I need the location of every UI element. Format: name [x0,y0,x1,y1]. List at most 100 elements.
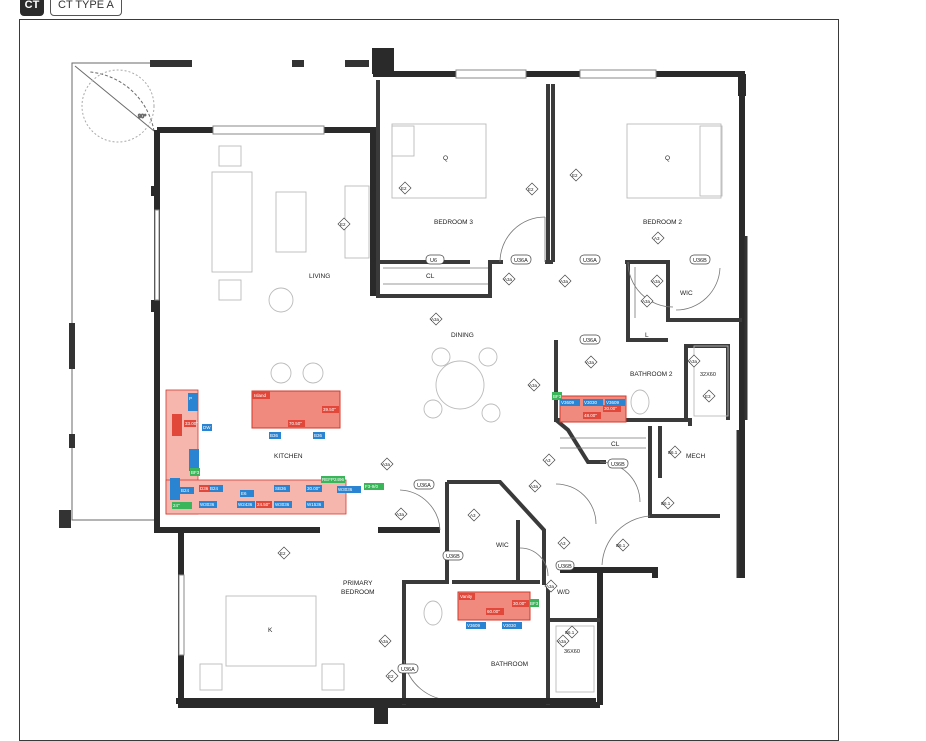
svg-text:B6.1: B6.1 [661,501,671,506]
room-bathroom2: BATHROOM 2 [630,371,673,378]
svg-text:E2: E2 [340,222,346,227]
svg-text:U36A: U36A [401,667,415,673]
svg-text:BF3: BF3 [553,394,562,399]
svg-text:E6: E6 [241,491,247,496]
svg-text:B24: B24 [181,488,190,493]
door-swings [399,216,721,701]
svg-text:U36A: U36A [583,258,597,264]
svg-text:D36: D36 [200,486,209,491]
svg-text:B24: B24 [210,486,219,491]
svg-text:A3a: A3a [382,462,391,467]
closet-shelves [383,267,646,449]
svg-text:BF3: BF3 [530,601,539,606]
svg-text:30.00": 30.00" [604,406,617,411]
svg-text:U36B: U36B [446,554,460,560]
plan-name-chip[interactable]: CT TYPE A [50,0,122,16]
svg-text:A3a: A3a [586,360,595,365]
island-label: Island [254,393,267,398]
svg-text:V3609: V3609 [467,623,481,628]
svg-text:30.00": 30.00" [513,601,526,606]
room-wd: W/D [557,589,570,596]
balcony-posts [59,60,369,528]
balcony: 90° [71,62,158,521]
svg-text:W3036: W3036 [275,502,290,507]
svg-text:U36A: U36A [417,483,431,489]
svg-text:E2: E2 [572,173,578,178]
svg-text:A3a: A3a [546,584,555,589]
room-living: LIVING [309,273,330,280]
walls [154,58,745,708]
room-wic-bed2: WIC [680,290,693,297]
svg-text:B6.1: B6.1 [565,630,575,635]
svg-text:24.50": 24.50" [257,502,270,507]
shower-size: 36X60 [564,649,580,655]
svg-text:W3036: W3036 [338,487,353,492]
diamond-tags [277,168,716,683]
plan-badge: CT [20,0,44,16]
svg-text:48.00": 48.00" [584,413,597,418]
door-tag-labels: U36A U36A U36B U36A U36B U36A U36B U36A … [401,258,707,673]
room-mech: MECH [686,453,705,460]
bed-size-q-2: Q [665,155,670,162]
room-wic: WIC [496,542,509,549]
svg-text:A3: A3 [654,236,660,241]
svg-text:A3a: A3a [530,484,539,489]
svg-text:A3a: A3a [396,512,405,517]
svg-text:U36B: U36B [611,462,625,468]
svg-text:REFP2496: REFP2496 [322,477,345,482]
svg-text:SB36: SB36 [275,486,287,491]
svg-text:E2: E2 [388,674,394,679]
room-bathroom: BATHROOM [491,661,528,668]
svg-text:30.00": 30.00" [307,486,320,491]
svg-text:U36B: U36B [558,564,572,570]
svg-text:33.00": 33.00" [185,421,198,426]
tub-size: 32X60 [700,372,716,378]
room-bedroom2: BEDROOM 2 [643,219,682,226]
svg-text:V3609: V3609 [561,400,575,405]
furniture [199,123,729,693]
closet-label: CL [426,273,435,280]
svg-text:39.50": 39.50" [323,407,336,412]
svg-text:E2: E2 [401,186,407,191]
cabinet-layout: Island 39.50" 70.50" B36 B36 P 33.00" DW… [165,389,627,629]
svg-text:A3: A3 [470,513,476,518]
svg-text:70.50": 70.50" [289,421,302,426]
svg-text:DW: DW [203,425,211,430]
svg-text:W2436: W2436 [238,502,253,507]
svg-text:A3: A3 [560,541,566,546]
svg-text:BF3: BF3 [191,470,200,475]
svg-text:B36: B36 [270,433,279,438]
room-kitchen: KITCHEN [274,453,303,460]
svg-text:A3a: A3a [642,299,651,304]
bed-size-k: K [268,627,273,634]
svg-text:U6: U6 [430,258,437,264]
svg-text:B6.1: B6.1 [668,450,678,455]
svg-text:A3: A3 [545,458,551,463]
svg-text:U36A: U36A [514,258,528,264]
wall-corner [151,48,746,312]
bottom-walls [176,698,596,724]
bed-size-q: Q [443,155,448,162]
door-tags [397,254,711,674]
linen-label: L [645,332,649,339]
svg-text:A3a: A3a [689,359,698,364]
svg-text:A3a: A3a [431,317,440,322]
svg-text:E2: E2 [280,551,286,556]
svg-text:P: P [189,396,192,401]
svg-text:A3a: A3a [504,277,513,282]
interior-walls [376,80,742,705]
angle-tag: 90° [138,114,146,120]
svg-text:F3-9/0: F3-9/0 [365,484,379,489]
svg-text:V3030: V3030 [584,400,598,405]
svg-text:B6.1: B6.1 [616,543,626,548]
closet-label-2: CL [611,441,620,448]
svg-text:60.00": 60.00" [487,609,500,614]
svg-text:E3: E3 [705,394,711,399]
svg-text:A3a: A3a [560,279,569,284]
room-bedroom3: BEDROOM 3 [434,219,473,226]
room-labels: LIVING DINING KITCHEN BEDROOM 3 BEDROOM … [268,155,716,668]
windows [154,69,657,656]
svg-text:24": 24" [173,503,180,508]
svg-text:A3a: A3a [380,639,389,644]
diamond-tag-labels: E2 E2 E2 E2 A3 A3a A3a A3a A3a A3a A3a A… [280,173,711,679]
